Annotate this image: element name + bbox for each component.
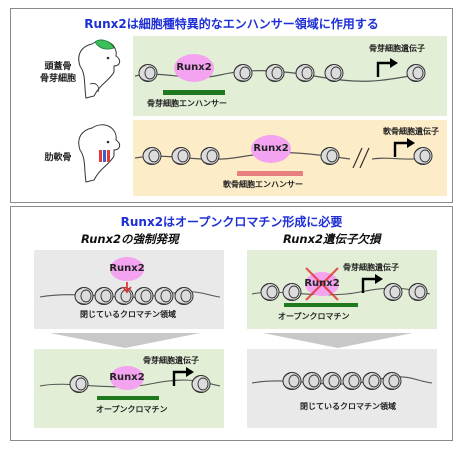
- down-arrow-icon: [122, 282, 132, 294]
- runx2-label: Runx2: [253, 143, 289, 154]
- cross-icon: [305, 267, 339, 301]
- nucleosome: [260, 283, 428, 301]
- top-panel-title: Runx2は細胞種特異的なエンハンサー領域に作用する: [84, 17, 379, 31]
- gene-label: 骨芽細胞遺伝子: [343, 263, 399, 272]
- chondrocyte-enhancer-label: 軟骨細胞エンハンサー: [223, 180, 303, 189]
- left-heading: Runx2の強制発現: [81, 232, 179, 246]
- osteoblast-enhancer-label: 骨芽細胞エンハンサー: [147, 99, 227, 108]
- runx2-label: Runx2: [176, 62, 212, 73]
- open-chromatin-label: オープンクロマチン: [96, 405, 168, 414]
- chondrocyte-gene-label: 軟骨細胞遺伝子: [383, 127, 439, 136]
- open-chromatin-bar: [284, 303, 358, 307]
- top-panel: Runx2は細胞種特異的なエンハンサー領域に作用する 頭蓋骨 骨芽細胞 肋軟骨: [10, 8, 453, 203]
- chondrocyte-gene-arrow-icon: [393, 136, 417, 159]
- gene-arrow-icon: [172, 365, 196, 388]
- osteoblast-side-label: 頭蓋骨 骨芽細胞: [39, 62, 76, 84]
- osteoblast-gene-arrow-icon: [376, 56, 400, 79]
- bottom-panel-title: Runx2はオープンクロマチン形成に必要: [120, 215, 343, 229]
- chondrocyte-embryo-icon: [78, 124, 121, 183]
- runx2-label: Runx2: [304, 278, 340, 289]
- chondrocyte-side-label: 肋軟骨: [44, 153, 72, 163]
- nucleosome: [74, 287, 194, 305]
- nucleosome: [282, 372, 402, 390]
- closed-chromatin-label: 閉じているクロマチン領域: [300, 402, 396, 411]
- runx2-label: Runx2: [109, 263, 145, 274]
- bottom-panel: Runx2はオープンクロマチン形成に必要 Runx2の強制発現 Runx2遺伝子…: [10, 206, 453, 441]
- right-after-box: [247, 349, 437, 428]
- runx2-protein: [110, 366, 144, 390]
- transition-arrow-left-icon: [50, 333, 200, 348]
- gene-label: 骨芽細胞遺伝子: [143, 356, 199, 365]
- osteoblast-enhancer-bar: [163, 90, 225, 95]
- transition-arrow-right-icon: [263, 333, 413, 348]
- break-mark-icon: [352, 147, 370, 169]
- runx2-protein: [174, 54, 214, 82]
- chondrocyte-enhancer-bar: [237, 171, 303, 176]
- runx2-label: Runx2: [109, 372, 145, 383]
- open-chromatin-label: オープンクロマチン: [278, 312, 350, 321]
- runx2-protein: [251, 135, 291, 163]
- osteoblast-embryo-icon: [78, 39, 121, 99]
- osteoblast-gene-label: 骨芽細胞遺伝子: [369, 44, 425, 53]
- open-chromatin-bar: [97, 396, 159, 400]
- right-heading: Runx2遺伝子欠損: [283, 232, 381, 246]
- runx2-protein: [110, 257, 144, 281]
- closed-chromatin-label: 閉じているクロマチン領域: [80, 310, 176, 319]
